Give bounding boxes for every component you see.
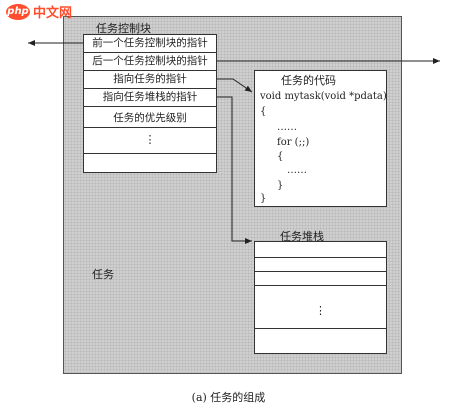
stack-slot-divider bbox=[255, 257, 386, 258]
stack-pointer-arrow bbox=[217, 96, 252, 244]
task-code-box: 任务的代码 void mytask(void *pdata) { …… for … bbox=[254, 70, 387, 207]
tcb-ellipsis: ⋮ bbox=[144, 133, 156, 146]
tcb-row-prev-pointer: 前一个任务控制块的指针 bbox=[84, 35, 216, 53]
code-line: …… bbox=[277, 122, 297, 133]
code-line: { bbox=[277, 151, 284, 162]
code-line: …… bbox=[287, 165, 307, 176]
figure-caption: (a) 任务的组成 bbox=[191, 391, 266, 404]
tcb-row-task-pointer: 指向任务的指针 bbox=[84, 71, 216, 89]
task-pointer-arrow bbox=[217, 78, 253, 93]
tcb-row-stack-pointer: 指向任务堆栈的指针 bbox=[84, 89, 216, 107]
tcb-title: 任务控制块 bbox=[96, 22, 151, 35]
logo-text: php bbox=[7, 6, 29, 17]
code-line: void mytask(void *pdata) bbox=[260, 91, 387, 102]
code-line: { bbox=[260, 106, 267, 117]
tcb-row-priority: 任务的优先级别 bbox=[84, 110, 216, 128]
code-title: 任务的代码 bbox=[281, 74, 336, 87]
site-watermark: php 中文网 bbox=[6, 2, 72, 21]
task-label: 任务 bbox=[92, 268, 114, 281]
stack-slot-divider bbox=[255, 328, 386, 329]
tcb-row-next-pointer: 后一个任务控制块的指针 bbox=[84, 53, 216, 71]
stack-slot-divider bbox=[255, 271, 386, 272]
code-line: for (;;) bbox=[277, 137, 310, 148]
tcb-row-divider bbox=[84, 153, 216, 154]
task-control-block: 前一个任务控制块的指针 后一个任务控制块的指针 指向任务的指针 指向任务堆栈的指… bbox=[83, 34, 217, 173]
code-line: } bbox=[260, 193, 267, 204]
stack-title: 任务堆栈 bbox=[280, 230, 324, 243]
code-line: } bbox=[277, 180, 284, 191]
watermark-site-text: 中文网 bbox=[33, 6, 73, 21]
stack-slot-divider bbox=[255, 285, 386, 286]
task-stack: ⋮ bbox=[254, 241, 387, 354]
stack-ellipsis: ⋮ bbox=[315, 304, 326, 317]
php-logo-icon: php bbox=[6, 3, 30, 20]
